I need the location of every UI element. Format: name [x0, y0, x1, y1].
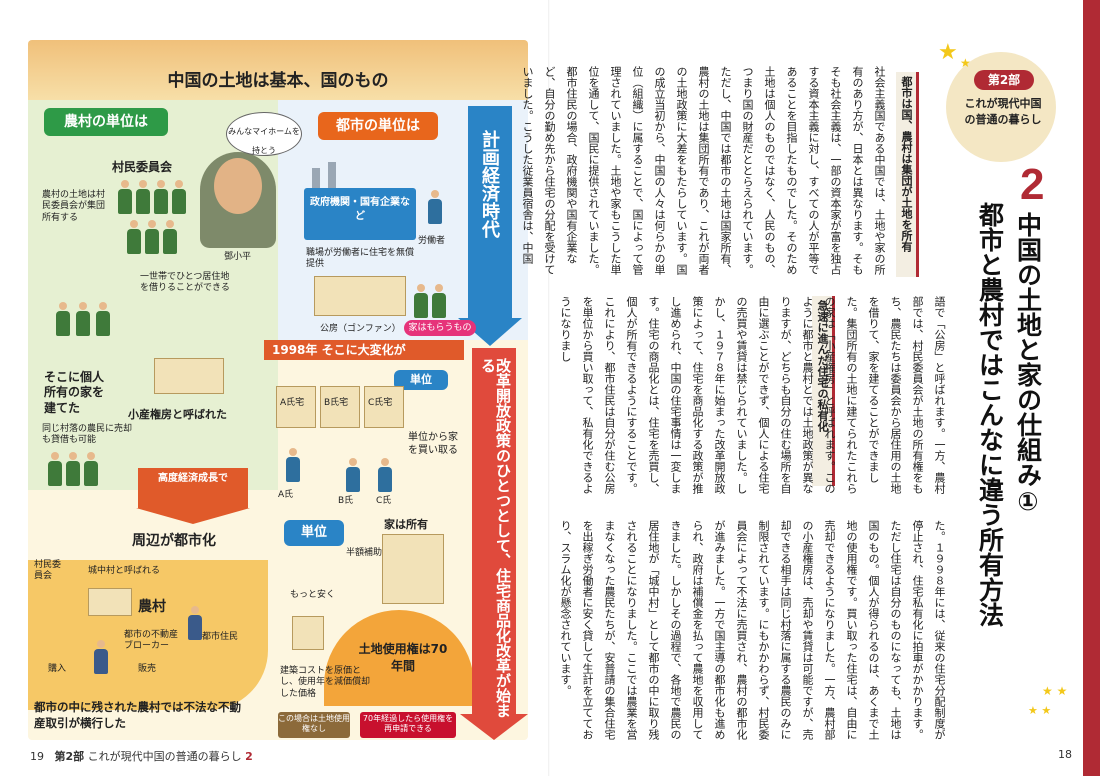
left-page: 中国の土地は基本、国のもの 農村の単位は 都市の単位は 計画経済時代 村民委員会…: [28, 40, 528, 764]
year-1998: 1998年 そこに大変化が: [264, 340, 464, 360]
star-icon: ★: [938, 40, 958, 65]
house-b: B氏宅: [324, 398, 349, 408]
deng-face: [214, 158, 262, 214]
house-a: A氏宅: [280, 398, 305, 408]
urban-village: 城中村と呼ばれる: [88, 566, 161, 576]
farm-village: 農村: [138, 599, 166, 615]
subhead1: 都市は国、農村は集団が土地を所有: [896, 72, 919, 277]
footer-left: 19 第2部 これが現代中国の普通の暮らし 2: [30, 748, 253, 764]
footer-title: これが現代中国の普通の暮らし: [87, 750, 242, 763]
growth-arrow: 高度経済成長で: [138, 468, 248, 508]
unit-label2: 単位: [284, 520, 344, 546]
right-page: ★ ★ 第2部 これが現代中国の普通の暮らし 2 中国の土地と家の仕組み① 都市…: [521, 0, 1100, 776]
resident: 都市住民: [202, 632, 239, 642]
village-committee2: 村民委員会: [34, 560, 62, 582]
buy-from-unit: 単位から家を買い取る: [408, 432, 458, 456]
top-banner: [28, 40, 528, 100]
worker: 労働者: [418, 236, 446, 246]
no-land-right: この場合は土地使用権なし: [278, 712, 350, 738]
person-a: A氏: [278, 490, 294, 500]
infographic: 中国の土地は基本、国のもの 農村の単位は 都市の単位は 計画経済時代 村民委員会…: [28, 40, 528, 740]
star-icon-bottom: ★ ★: [1042, 684, 1068, 698]
house-owned: 家は所有: [384, 518, 428, 531]
rural-house: [154, 358, 224, 394]
urbanization: 周辺が都市化: [132, 533, 216, 549]
speech-bubble: みんなマイホームを持とう: [226, 112, 302, 156]
rural-land-note: 農村の土地は村民委員会が集団所有する: [42, 190, 106, 223]
village-committee: 村民委員会: [112, 160, 173, 174]
deng-name: 鄧小平: [224, 252, 252, 262]
buy: 購入: [48, 664, 67, 674]
public-housing-building: [314, 276, 406, 316]
page-number-right: 18: [1058, 748, 1072, 761]
body-col2: 語で「公房」と呼ばれます。一方、農村部では、村民委員会が土地の所有権をもち、農民…: [559, 296, 946, 494]
planned-economy-label: 計画経済時代: [479, 130, 500, 238]
part-title: これが現代中国の普通の暮らし: [964, 97, 1042, 126]
infographic-title: 中国の土地は基本、国のもの: [167, 71, 389, 91]
heading-line1: 中国の土地と家の仕組み①: [1013, 212, 1043, 516]
subhead2: 急速に進んだ住宅の私有化: [812, 296, 835, 486]
footer-num: 2: [245, 750, 253, 763]
one-per-household: 一世帯でひとつ居住地を借りることができる: [140, 272, 230, 294]
star-small-icon: ★: [960, 56, 971, 70]
house-given: 家はもらうもの: [404, 320, 476, 336]
person-c: C氏: [376, 496, 392, 506]
workplace-note: 職場が労働者に住宅を無償提供: [306, 248, 415, 270]
footer-section: 第2部: [54, 750, 85, 763]
same-village-note: 同じ村落の農民に売却も貸借も可能: [42, 424, 133, 446]
heading-line2: 都市と農村ではこんなに違う所有方法: [975, 202, 1005, 627]
person-b: B氏: [338, 496, 354, 506]
sell: 販売: [138, 664, 157, 674]
public-housing: 公房（ゴンファン）: [320, 324, 401, 334]
chapter-number: 2: [1020, 160, 1045, 209]
house-c: C氏宅: [368, 398, 393, 408]
gov-enterprises: 政府機関・国有企業など: [310, 197, 410, 222]
urban-village-area: [28, 560, 268, 710]
urban-unit-label: 都市の単位は: [318, 112, 438, 140]
body-col3: た。１９９８年には、従来の住宅分配制度が停止され、住宅私有化に拍車がかかります。…: [559, 520, 946, 740]
broker: 都市の不動産ブローカー: [124, 630, 179, 652]
factory: [304, 188, 416, 240]
land-use-right: 土地使用権は70年間: [358, 642, 448, 673]
body-col1: 社会主義国である中国では、土地や家の所有のあり方が、日本とは異なります。そもそも…: [521, 66, 886, 275]
speech-text: みんなマイホームを持とう: [228, 127, 300, 155]
half-subsidy: 半額補助: [346, 548, 383, 558]
growth-label: 高度経済成長で: [158, 473, 228, 484]
rural-unit-label: 農村の単位は: [44, 108, 168, 136]
cheaper: もっと安く: [290, 590, 336, 600]
individual-owned: そこに個人所有の家を建てた: [44, 370, 105, 415]
renew-70: 70年経過したら使用権を再申請できる: [360, 712, 456, 738]
star-icon-bottom2: ★ ★: [1028, 704, 1052, 717]
reform-arrow: [472, 348, 516, 714]
planned-economy-arrow: [468, 106, 512, 318]
bottom-caption: 都市の中に残された農村では不法な不動産取引が横行した: [34, 700, 241, 730]
page-number-left: 19: [30, 750, 44, 763]
edge-strip: [1083, 0, 1100, 776]
small-property: 小産権房と呼ばれた: [128, 408, 227, 421]
part-label: 第2部: [974, 70, 1034, 90]
unit-label: 単位: [394, 370, 448, 390]
construction-cost: 建築コストを原価とし、使用年を減価償却した価格: [280, 666, 371, 699]
reform-vertical: 改革開放政策のひとつとして、住宅商品化改革が始まる: [479, 358, 512, 718]
